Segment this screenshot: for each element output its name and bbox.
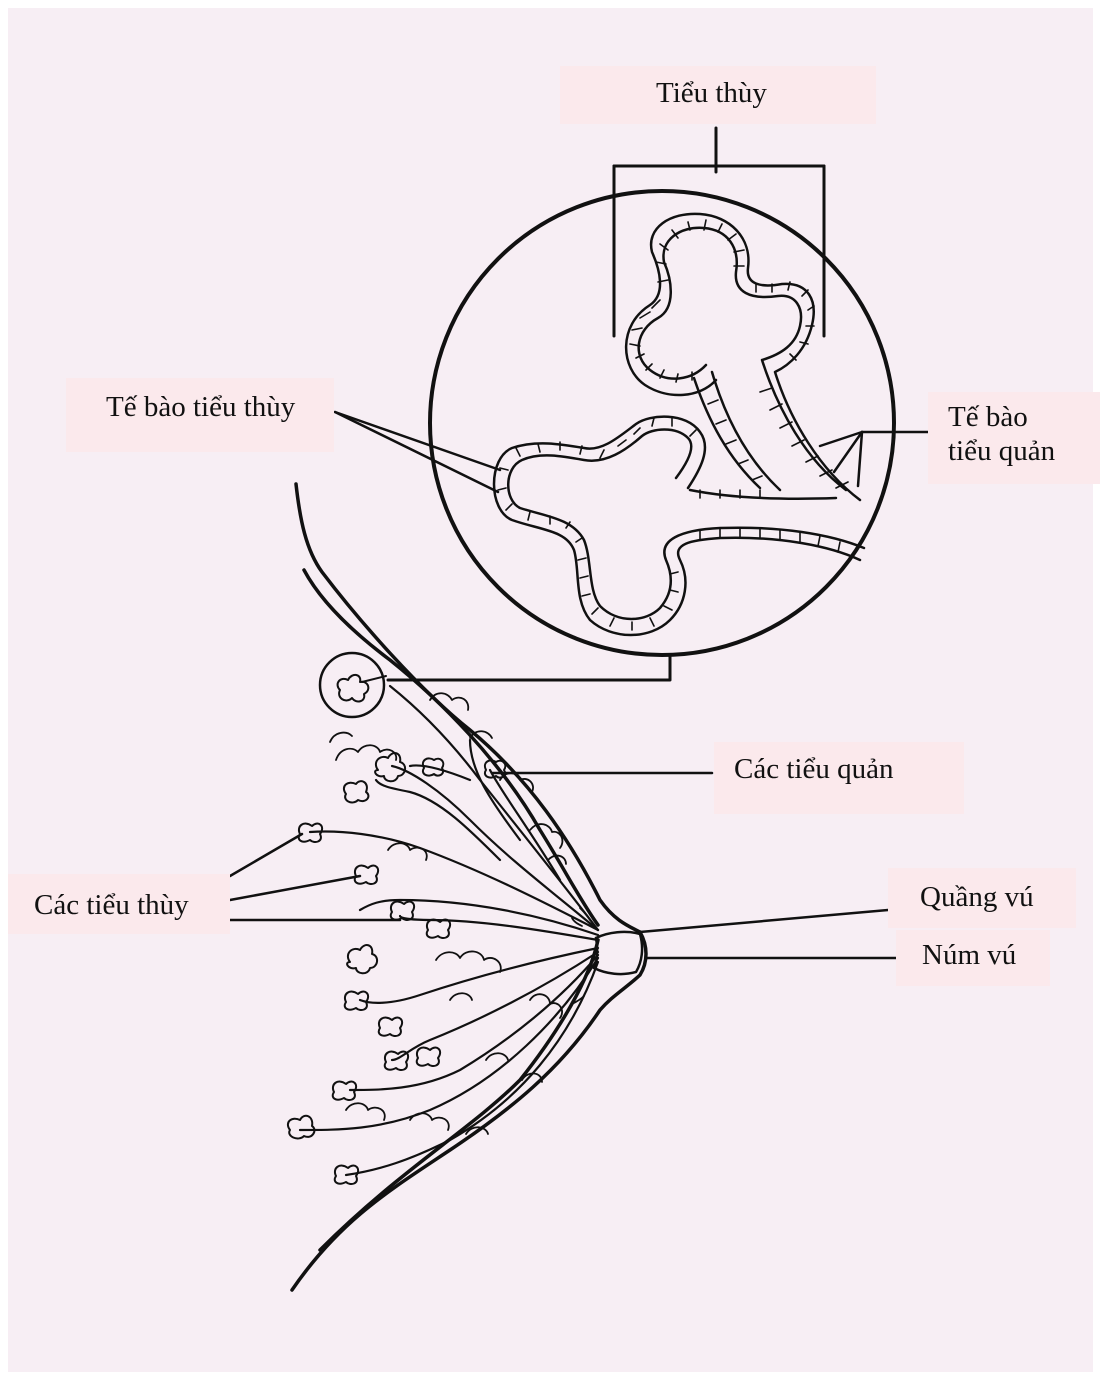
nipple-areola (594, 932, 642, 974)
lobule-cells-pointer (335, 412, 500, 492)
cell-texture (498, 220, 848, 630)
breast-outline (292, 484, 646, 1290)
label-lobule-cells: Tế bào tiểu thùy (66, 378, 334, 452)
label-lobules-text: Các tiểu thùy (34, 888, 230, 922)
label-lobule-cells-text: Tế bào tiểu thùy (106, 390, 334, 424)
label-areola-text: Quầng vú (920, 880, 1076, 914)
label-nipple-text: Núm vú (922, 938, 1050, 972)
label-lobule-text: Tiểu thùy (656, 76, 876, 110)
zoom-connector (388, 655, 670, 680)
label-ductule-cells-line2: tiểu quản (948, 434, 1100, 468)
label-ductules: Các tiểu quản (714, 742, 964, 814)
label-lobules: Các tiểu thùy (8, 874, 230, 934)
label-lobule: Tiểu thùy (560, 66, 876, 124)
small-magnify-circle (320, 653, 384, 717)
label-ductules-text: Các tiểu quản (734, 752, 964, 786)
label-ductule-cells: Tế bào tiểu quản (928, 392, 1100, 484)
label-areola: Quầng vú (888, 868, 1076, 928)
label-ductule-cells-line1: Tế bào (948, 400, 1100, 434)
label-nipple: Núm vú (896, 930, 1050, 986)
